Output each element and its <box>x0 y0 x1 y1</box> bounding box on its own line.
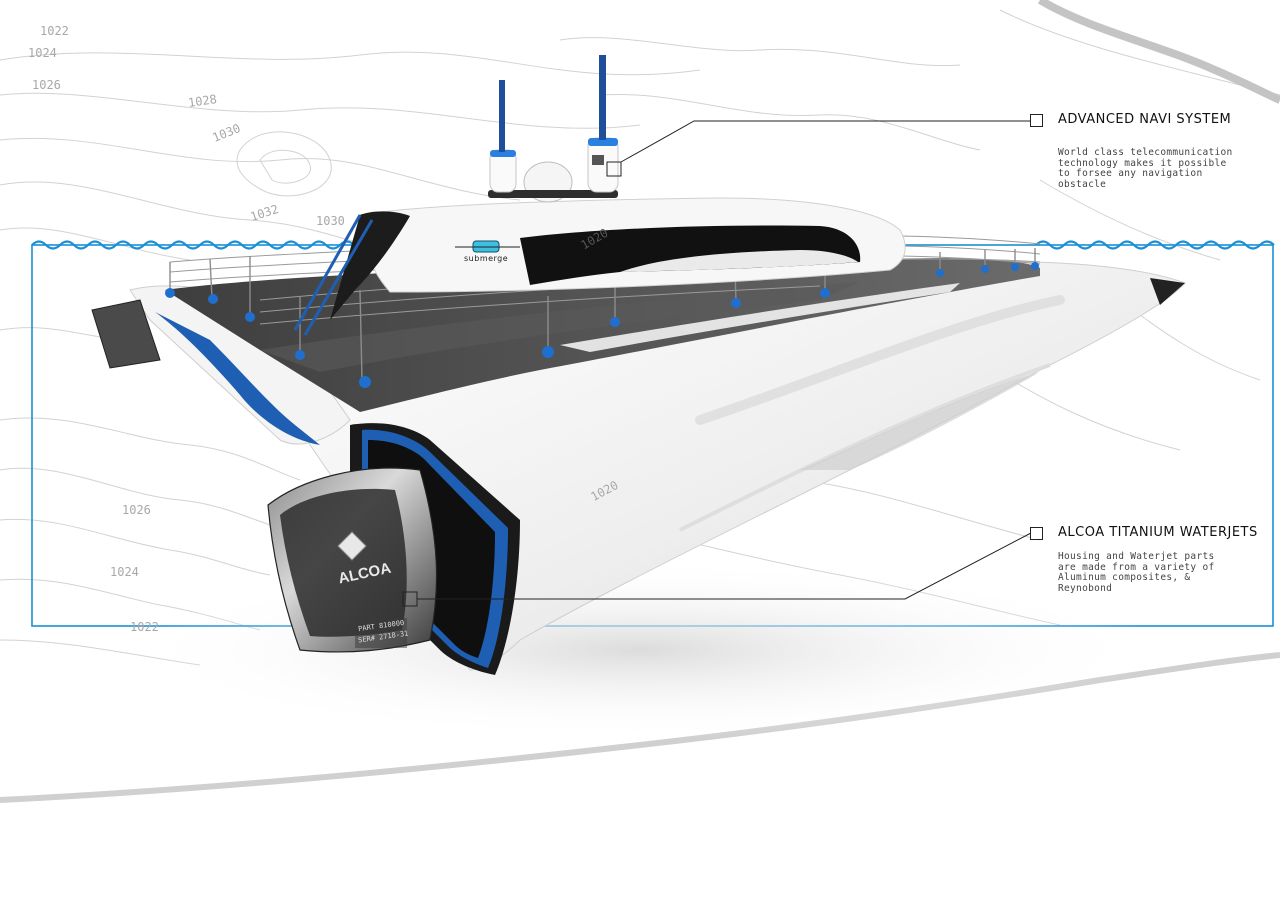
callout-leaders <box>402 120 1032 607</box>
callout-line: are made from a variety of <box>1058 561 1215 573</box>
callout-line: Aluminum composites, & <box>1058 572 1191 583</box>
callout-line: technology makes it possible <box>1058 157 1227 169</box>
part-plate <box>355 618 407 648</box>
right-antenna <box>599 55 606 140</box>
hull-shadow <box>120 560 1160 740</box>
alcoa-logo-diamond <box>337 531 367 561</box>
deck-inner <box>260 282 860 372</box>
railing-posts <box>169 248 1036 381</box>
callout-line: Reynobond <box>1058 582 1113 594</box>
outrigger-jet <box>91 299 161 369</box>
contour-label: 1022 <box>130 620 159 634</box>
waterjet-opening <box>280 488 407 637</box>
callout-line: to forsee any navigation <box>1058 168 1203 179</box>
hull-crease <box>679 363 1051 532</box>
deck-stripe <box>560 283 960 352</box>
callout-description-waterjets: Housing and Waterjet parts are made from… <box>1058 551 1268 594</box>
cabin-window <box>520 225 861 285</box>
callout-line: Housing and Waterjet parts <box>1058 551 1215 562</box>
navi-sensor-grille <box>592 155 604 165</box>
hull-groove <box>800 372 1040 470</box>
cabin-blue-strut <box>293 214 374 336</box>
contour-label: 1022 <box>40 24 69 38</box>
hull-highlight <box>695 295 1065 425</box>
callout-title-waterjets: ALCOA TITANIUM WATERJETS <box>1058 525 1258 540</box>
coastline <box>1037 0 1280 104</box>
right-mast-band <box>588 138 618 146</box>
cabin-window-stripe <box>620 250 858 272</box>
bow-tip <box>1150 278 1185 305</box>
outrigger-blue-trim <box>155 312 320 445</box>
left-mast-band <box>490 150 516 157</box>
contour-label: 1024 <box>28 46 57 60</box>
railing-base-caps <box>165 262 1039 388</box>
callout-marker-waterjets <box>1030 527 1043 540</box>
contour-label: 1026 <box>122 503 151 517</box>
cabin-front-frame <box>330 211 410 320</box>
callout-title-navi: ADVANCED NAVI SYSTEM <box>1058 112 1232 127</box>
callout-marker-navi <box>1030 114 1043 127</box>
mast-platform <box>488 190 618 198</box>
left-antenna <box>499 80 505 152</box>
callout-description-navi: World class telecommunication technology… <box>1058 147 1268 190</box>
contour-label: 1024 <box>110 565 139 579</box>
callout-line: World class telecommunication <box>1058 147 1233 158</box>
contour-label: 1026 <box>32 78 61 92</box>
callout-line: obstacle <box>1058 178 1107 190</box>
water-surface-wave-right <box>1035 240 1275 250</box>
contour-label: 1030 <box>316 214 345 228</box>
brand-text: submerge <box>464 254 509 263</box>
